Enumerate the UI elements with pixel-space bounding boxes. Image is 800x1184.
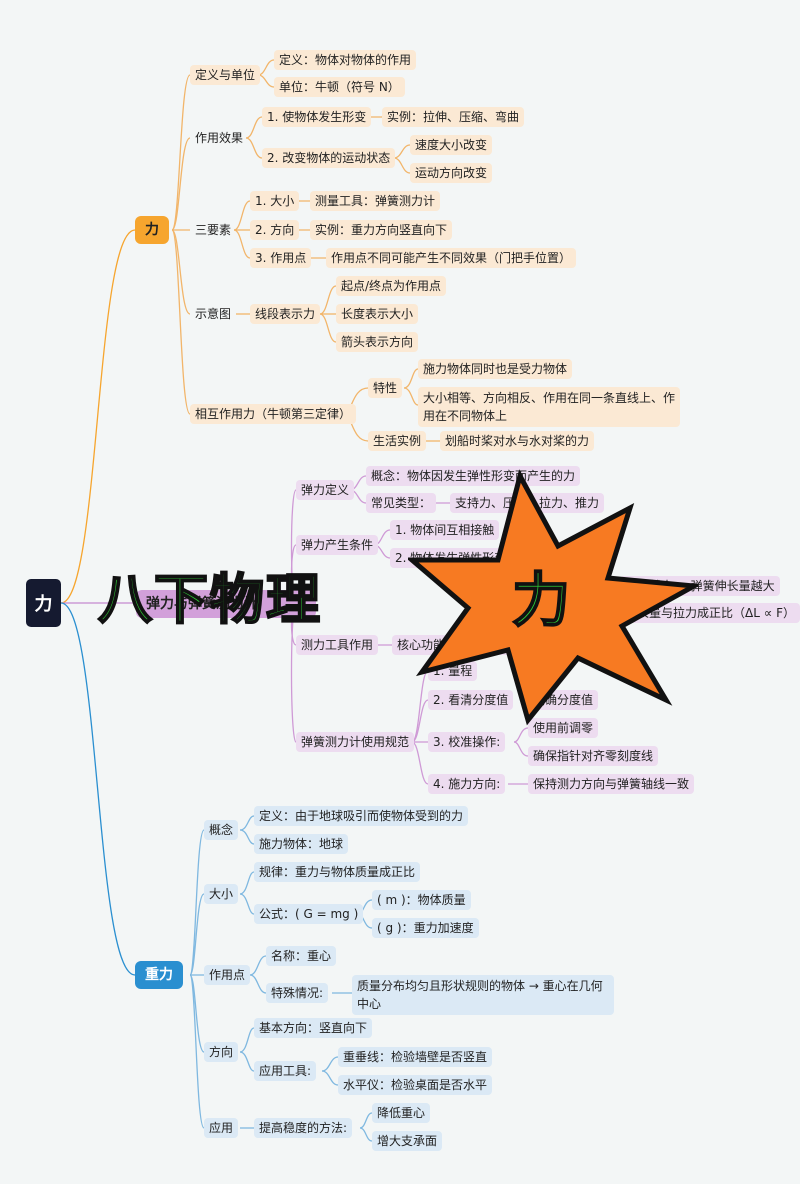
node-magnitude[interactable]: 1. 大小 <box>250 191 300 211</box>
node-arrow[interactable]: 箭头表示方向 <box>336 332 419 352</box>
node-def-unit[interactable]: 定义与单位 <box>190 65 261 85</box>
node-diagram[interactable]: 示意图 <box>195 307 232 321</box>
node-usage-4-item[interactable]: 保持测力方向与弹簧轴线一致 <box>528 774 695 794</box>
node-usage-2[interactable]: 2. 看清分度值 <box>428 690 514 710</box>
overlay-force: 力 <box>511 566 571 634</box>
topic-force[interactable]: 力 <box>135 216 169 244</box>
node-app-tools[interactable]: 应用工具: <box>254 1061 317 1081</box>
node-speed-change[interactable]: 速度大小改变 <box>410 135 493 155</box>
node-vertical[interactable]: 基本方向：竖直向下 <box>254 1018 373 1038</box>
node-gravity-size[interactable]: 大小 <box>204 884 239 904</box>
node-three-elements[interactable]: 三要素 <box>195 223 232 237</box>
node-zero[interactable]: 使用前调零 <box>528 718 599 738</box>
node-level[interactable]: 水平仪：检验桌面是否水平 <box>338 1075 493 1095</box>
node-trait[interactable]: 特性 <box>368 378 403 398</box>
node-life-example[interactable]: 生活实例 <box>368 431 427 451</box>
node-segment[interactable]: 线段表示力 <box>250 304 321 324</box>
node-gravity-def[interactable]: 定义：由于地球吸引而使物体受到的力 <box>254 806 469 826</box>
node-length[interactable]: 长度表示大小 <box>336 304 419 324</box>
node-formula[interactable]: 公式：( G = mg ) <box>254 904 364 924</box>
node-measure-tool[interactable]: 测量工具：弹簧测力计 <box>310 191 441 211</box>
node-common-types[interactable]: 常见类型： <box>366 493 437 513</box>
node-usage-4[interactable]: 4. 施力方向: <box>428 774 506 794</box>
node-gravity-concept[interactable]: 概念 <box>204 820 239 840</box>
node-point-note[interactable]: 作用点不同可能产生不同效果（门把手位置） <box>326 248 577 268</box>
node-align[interactable]: 确保指针对齐零刻度线 <box>528 746 659 766</box>
overlay-title: 八下物理 <box>97 568 322 631</box>
node-direction[interactable]: 2. 方向 <box>250 220 300 240</box>
burst-shape <box>408 469 698 726</box>
node-special-item[interactable]: 质量分布均匀且形状规则的物体 → 重心在几何中心 <box>352 975 614 1015</box>
node-stability[interactable]: 提高稳度的方法: <box>254 1118 353 1138</box>
node-plumb[interactable]: 重垂线：检验墙壁是否竖直 <box>338 1047 493 1067</box>
node-center[interactable]: 名称：重心 <box>266 946 337 966</box>
node-elastic-def[interactable]: 弹力定义 <box>296 480 355 500</box>
node-unit[interactable]: 单位：牛顿（符号 N） <box>274 77 405 97</box>
node-gravity-point[interactable]: 作用点 <box>204 965 251 985</box>
node-effect[interactable]: 作用效果 <box>195 131 244 145</box>
node-point[interactable]: 3. 作用点 <box>250 248 312 268</box>
node-deform[interactable]: 1. 使物体发生形变 <box>262 107 372 127</box>
node-mass[interactable]: ( m )：物体质量 <box>372 890 471 910</box>
topic-spring[interactable]: 弹力与弹簧测力计 <box>136 590 316 618</box>
node-usage-3[interactable]: 3. 校准操作: <box>428 732 506 752</box>
node-gravity-app[interactable]: 应用 <box>204 1118 239 1138</box>
node-direction-change[interactable]: 运动方向改变 <box>410 163 493 183</box>
node-direction-example[interactable]: 实例：重力方向竖直向下 <box>310 220 453 240</box>
node-trait-1[interactable]: 施力物体同时也是受力物体 <box>418 359 573 379</box>
node-principle-2[interactable]: 伸长量与拉力成正比（ΔL ∝ F） <box>620 603 800 623</box>
node-definition[interactable]: 定义：物体对物体的作用 <box>274 50 417 70</box>
node-earth[interactable]: 施力物体：地球 <box>254 834 349 854</box>
node-rowing[interactable]: 划船时桨对水与水对桨的力 <box>440 431 595 451</box>
node-usage[interactable]: 弹簧测力计使用规范 <box>296 732 415 752</box>
node-g[interactable]: ( g )：重力加速度 <box>372 918 479 938</box>
root-node[interactable]: 力 <box>26 579 61 627</box>
node-lower-center[interactable]: 降低重心 <box>372 1103 431 1123</box>
node-trait-2[interactable]: 大小相等、方向相反、作用在同一条直线上、作用在不同物体上 <box>418 387 680 427</box>
node-elastic-concept[interactable]: 概念：物体因发生弹性形变而产生的力 <box>366 466 581 486</box>
topic-gravity[interactable]: 重力 <box>135 961 183 989</box>
node-mutual-force[interactable]: 相互作用力（牛顿第三定律） <box>190 404 357 424</box>
node-motion-change[interactable]: 2. 改变物体的运动状态 <box>262 148 396 168</box>
node-gravity-dir[interactable]: 方向 <box>204 1042 239 1062</box>
node-larger-base[interactable]: 增大支承面 <box>372 1131 443 1151</box>
node-deform-example[interactable]: 实例：拉伸、压缩、弯曲 <box>382 107 525 127</box>
node-tool-function[interactable]: 测力工具作用 <box>296 635 379 655</box>
node-start-point[interactable]: 起点/终点为作用点 <box>336 276 447 296</box>
node-proportional[interactable]: 规律：重力与物体质量成正比 <box>254 862 421 882</box>
node-elastic-cond[interactable]: 弹力产生条件 <box>296 535 379 555</box>
node-special[interactable]: 特殊情况: <box>266 983 329 1003</box>
node-cond-1[interactable]: 1. 物体间互相接触 <box>390 520 500 540</box>
